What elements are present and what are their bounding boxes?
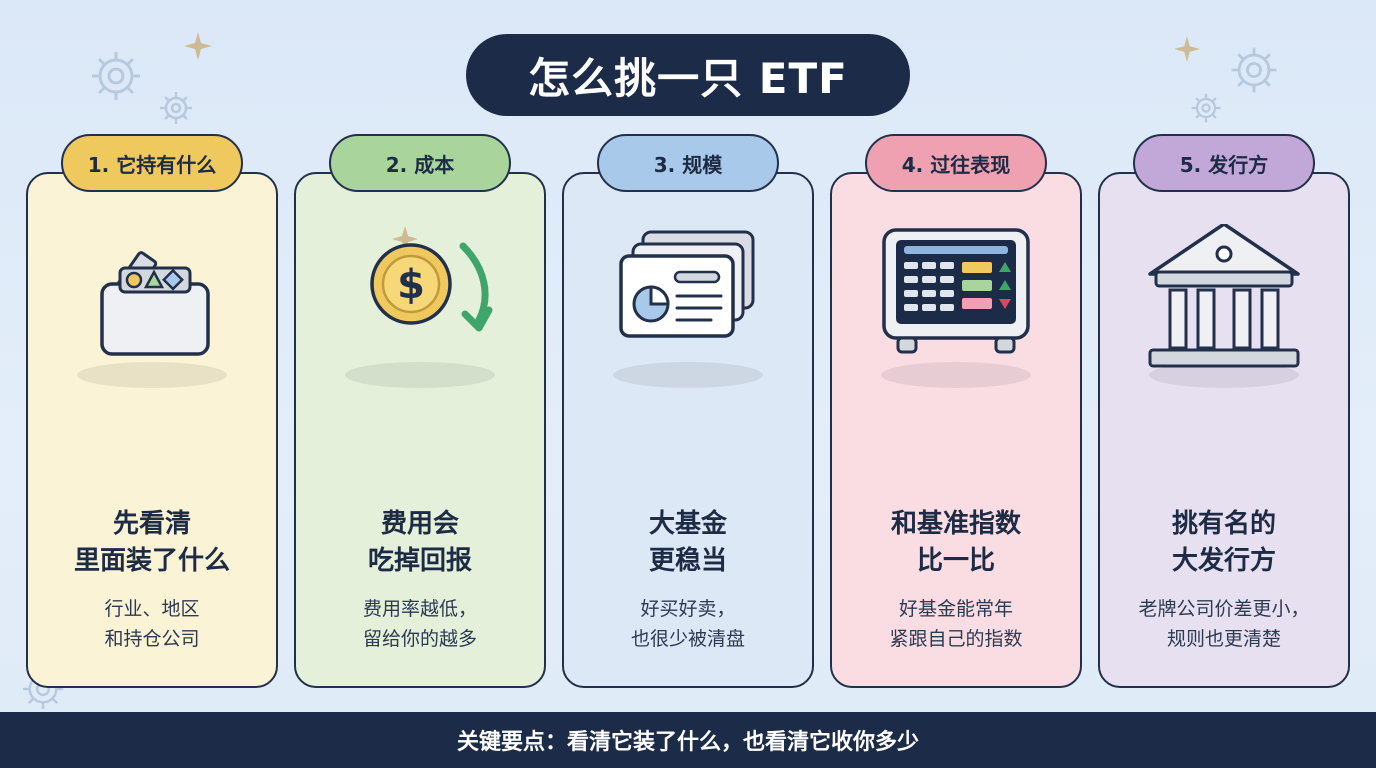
card-description: 好买好卖，也很少被清盘: [630, 598, 745, 650]
card-issuer: 挑有名的大发行方 老牌公司价差更小，规则也更清楚: [1098, 172, 1350, 688]
tag-size: 3. 规模: [597, 134, 779, 192]
page-title: 怎么挑一只 ETF: [466, 34, 910, 116]
bank-building-icon: [1148, 224, 1300, 368]
dollar-coin-down-arrow-icon: $: [370, 226, 493, 332]
card-cost: $ 费用会吃掉回报 费用率越低，留给你的越多: [294, 172, 546, 688]
tag-performance: 4. 过往表现: [865, 134, 1047, 192]
gear-icon: [160, 92, 192, 124]
card-description: 好基金能常年紧跟自己的指数: [889, 598, 1023, 650]
card-heading: 挑有名的大发行方: [1171, 509, 1276, 576]
card-description: 行业、地区和持仓公司: [104, 598, 200, 650]
sparkle-icon: [184, 32, 212, 60]
tag-holdings: 1. 它持有什么: [61, 134, 243, 192]
card-heading: 和基准指数比一比: [890, 509, 1021, 576]
svg-text:$: $: [397, 262, 425, 308]
card-heading: 费用会吃掉回报: [367, 509, 472, 576]
stacked-documents-pie-icon: [619, 230, 755, 338]
key-takeaway-banner: 关键要点：看清它装了什么，也看清它收你多少: [0, 712, 1376, 768]
card-holdings: 先看清里面装了什么 行业、地区和持仓公司: [26, 172, 278, 688]
gear-icon: [1231, 47, 1277, 93]
gear-icon: [92, 52, 140, 100]
icon-shadow: [881, 362, 1031, 388]
card-description: 费用率越低，留给你的越多: [362, 598, 477, 650]
icon-shadow: [345, 362, 495, 388]
sparkle-icon: [1174, 36, 1200, 62]
tag-issuer: 5. 发行方: [1133, 134, 1315, 192]
card-heading: 先看清里面装了什么: [73, 509, 230, 576]
holdings-box-icon: [100, 251, 210, 356]
stock-terminal-icon: [882, 228, 1030, 354]
card-heading: 大基金更稳当: [648, 509, 727, 576]
icon-shadow: [77, 362, 227, 388]
card-performance: 和基准指数比一比 好基金能常年紧跟自己的指数: [830, 172, 1082, 688]
tag-cost: 2. 成本: [329, 134, 511, 192]
gear-icon: [1191, 93, 1221, 123]
icon-shadow: [613, 362, 763, 388]
card-size: 大基金更稳当 好买好卖，也很少被清盘: [562, 172, 814, 688]
card-description: 老牌公司价差更小，规则也更清楚: [1138, 598, 1310, 650]
